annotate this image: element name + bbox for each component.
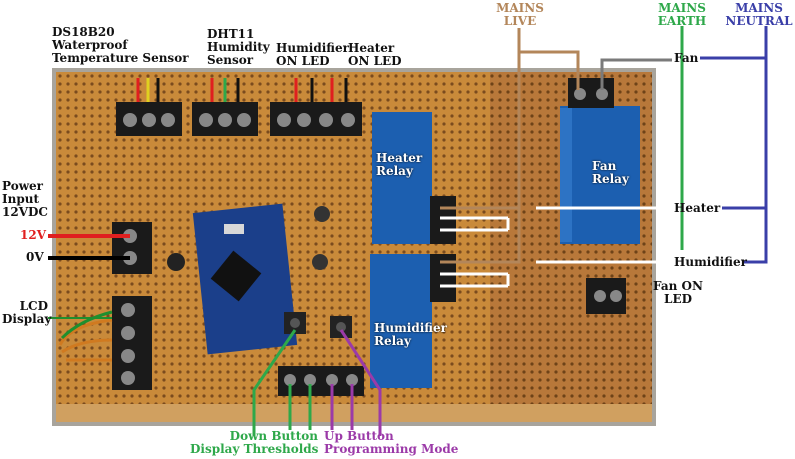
- down-button-component: [284, 312, 306, 334]
- heater-relay-component: [372, 112, 432, 244]
- mains-neutral-label: MAINS NEUTRAL: [724, 2, 794, 28]
- lcd-terminal-block: [112, 296, 152, 390]
- humidifier-relay-component: [370, 254, 432, 388]
- down-button-label-line2: Display Thresholds: [190, 442, 319, 456]
- 12v-label: 12V: [20, 228, 47, 242]
- humidifier-led-label-line1: Humidifier: [276, 41, 349, 55]
- fan-on-led-label: Fan ON LED: [648, 280, 708, 306]
- lcd-display-label-line1: LCD: [19, 299, 48, 313]
- button-terminal-block: [278, 366, 364, 396]
- humidifier-led-label: Humidifier ON LED: [276, 42, 349, 68]
- led-terminal-block: [270, 78, 362, 136]
- up-button-label-line2: Programming Mode: [324, 442, 459, 456]
- power-input-label-line1: Power: [2, 179, 43, 193]
- mains-live-label-line2: LIVE: [503, 14, 537, 28]
- dht11-label: DHT11 Humidity Sensor: [207, 28, 270, 67]
- fan-relay-component: [560, 106, 640, 244]
- mains-live-label: MAINS LIVE: [492, 2, 548, 28]
- fan-label: Fan: [674, 51, 699, 65]
- lcd-display-label: LCD Display: [2, 299, 52, 326]
- lcd-wires: [58, 318, 113, 362]
- mains-live-wiring: [440, 28, 580, 264]
- mains-live-label-line1: MAINS: [496, 1, 544, 15]
- up-button-label-line1: Up Button: [324, 429, 394, 443]
- ds18b20-label-line1: DS18B20: [52, 25, 115, 39]
- heater-relay-label-line1: Heater: [376, 151, 423, 165]
- up-button-component: [330, 316, 352, 338]
- humidifier-relay-label-line1: Humidifier: [374, 321, 447, 335]
- heater-label: Heater: [674, 201, 721, 215]
- dht11-label-line2: Humidity: [207, 40, 270, 54]
- dht11-label-line3: Sensor: [207, 53, 254, 67]
- arduino-pro-mini: [192, 203, 298, 355]
- power-input-label: Power Input 12VDC: [2, 180, 48, 219]
- ds18b20-label-line3: Temperature Sensor: [52, 51, 189, 65]
- heater-relay-label-line2: Relay: [376, 164, 413, 178]
- fan-relay-label-line1: Fan: [592, 159, 617, 173]
- fan-relay-label-line2: Relay: [592, 172, 629, 186]
- heater-led-label-line1: Heater: [348, 41, 395, 55]
- output-lines: [440, 206, 672, 288]
- mains-earth-label-line2: EARTH: [657, 14, 707, 28]
- fan-relay-label: Fan Relay: [592, 160, 629, 186]
- mains-neutral-label-line2: NEUTRAL: [725, 14, 793, 28]
- down-button-pointer: [252, 329, 312, 436]
- humidifier-relay-label-line2: Relay: [374, 334, 411, 348]
- ds18b20-label: DS18B20 Waterproof Temperature Sensor: [52, 26, 189, 65]
- heater-led-label-line2: ON LED: [348, 54, 402, 68]
- mains-neutral-wiring: [700, 26, 768, 264]
- up-button-pointer: [330, 329, 382, 436]
- up-button-label: Up Button Programming Mode: [324, 430, 458, 456]
- humidifier-relay-label: Humidifier Relay: [374, 322, 447, 348]
- humidifier-led-label-line2: ON LED: [276, 54, 330, 68]
- mains-neutral-label-line1: MAINS: [735, 1, 783, 15]
- power-input-label-line3: 12VDC: [2, 205, 48, 219]
- down-button-label: Down Button Display Thresholds: [190, 430, 318, 456]
- mains-earth-label: MAINS EARTH: [652, 2, 712, 28]
- down-button-label-line1: Down Button: [229, 429, 318, 443]
- heater-relay-label: Heater Relay: [376, 152, 422, 178]
- power-input-label-line2: Input: [2, 192, 39, 206]
- fan-on-led-label-line1: Fan ON: [653, 279, 703, 293]
- 0v-label: 0V: [26, 250, 44, 264]
- dht11-label-line1: DHT11: [207, 27, 255, 41]
- fan-on-led-label-line2: LED: [664, 292, 692, 306]
- dht11-terminal-block: [192, 78, 258, 136]
- mains-earth-label-line1: MAINS: [658, 1, 706, 15]
- ds18b20-terminal-block: [116, 78, 182, 136]
- heater-led-label: Heater ON LED: [348, 42, 402, 68]
- power-terminal-block: [112, 222, 152, 274]
- heater-relay-terminal: [430, 196, 456, 244]
- lcd-display-label-line2: Display: [2, 312, 52, 326]
- ds18b20-label-line2: Waterproof: [52, 38, 128, 52]
- humidifier-label: Humidifier: [674, 255, 747, 269]
